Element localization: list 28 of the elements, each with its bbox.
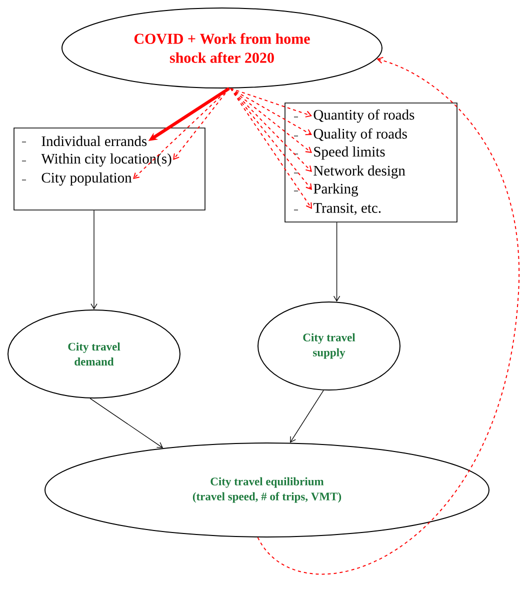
ellipse-node: COVID + Work from home shock after 2020 bbox=[62, 8, 382, 88]
ellipse-node: City travel supply bbox=[258, 302, 400, 390]
arrow bbox=[90, 398, 164, 448]
arrow bbox=[333, 222, 340, 302]
arrow bbox=[230, 88, 312, 136]
list-item: Quantity of roads bbox=[314, 109, 414, 123]
list-item: City population bbox=[42, 172, 132, 186]
list-item: Within city location(s) bbox=[41, 153, 172, 167]
list-item: Transit, etc. bbox=[313, 203, 381, 215]
list-item: Individual errands bbox=[42, 136, 147, 146]
list-item: Speed limits bbox=[314, 146, 385, 160]
arrow bbox=[257, 56, 520, 574]
list-box bbox=[284, 102, 458, 222]
arrow bbox=[290, 390, 324, 443]
list-item: Network design bbox=[314, 165, 406, 179]
arrow bbox=[90, 210, 98, 310]
arrow bbox=[230, 88, 312, 153]
list-item: Parking bbox=[314, 183, 358, 197]
arrow bbox=[230, 88, 312, 209]
ellipse-node: City travel demand bbox=[8, 310, 180, 398]
arrow bbox=[173, 88, 230, 160]
list-item: Quality of roads bbox=[314, 128, 407, 142]
arrow bbox=[133, 88, 230, 179]
ellipse-node: City travel equilibrium (travel speed, # of trips, VMT) bbox=[44, 442, 490, 538]
arrow bbox=[230, 88, 312, 190]
list-box bbox=[14, 128, 206, 210]
arrow bbox=[230, 88, 312, 172]
arrow bbox=[230, 88, 312, 118]
